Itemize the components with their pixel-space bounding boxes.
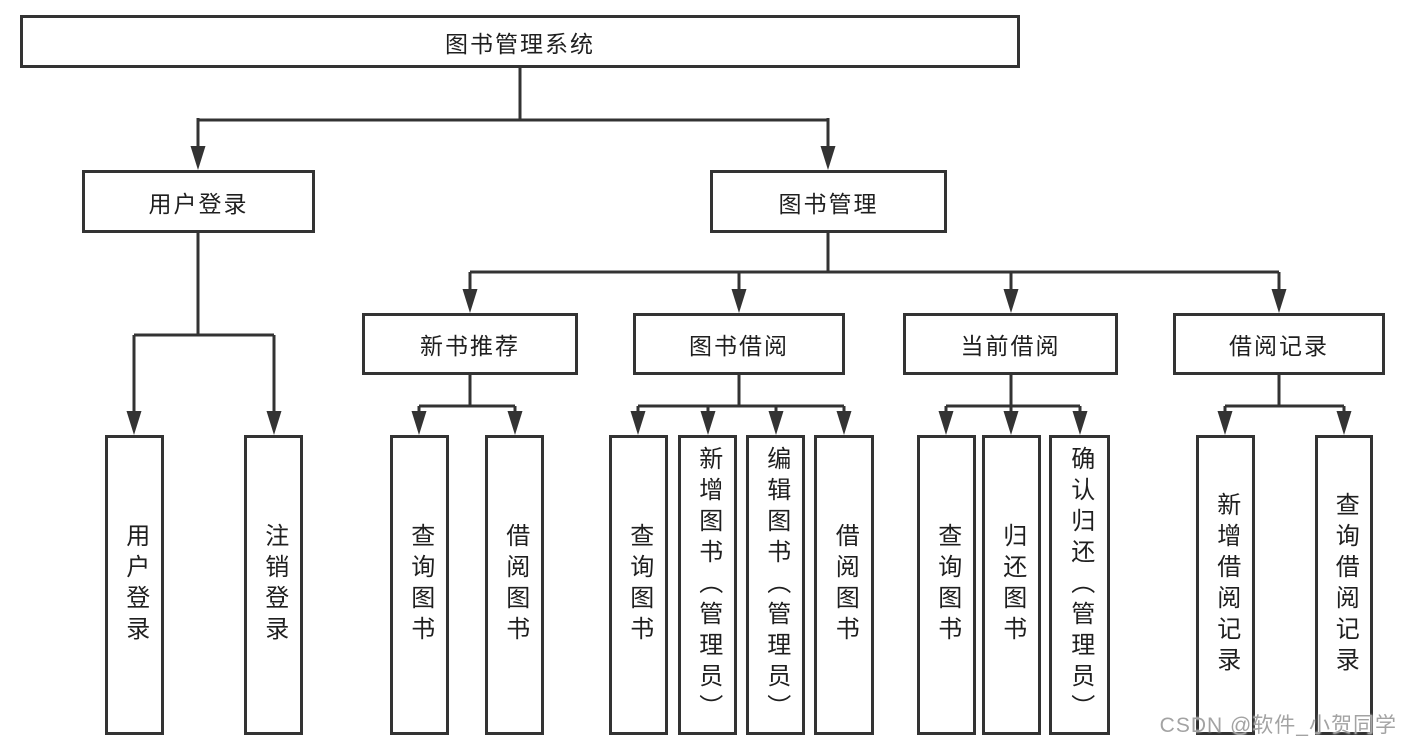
leaf-user-login: 用户登录 — [105, 435, 164, 735]
leaf-record-query: 查询借阅记录 — [1315, 435, 1373, 735]
node-user-login-label: 用户登录 — [148, 190, 249, 217]
node-current-borrow: 当前借阅 — [903, 313, 1118, 375]
leaf-newbook-query: 查询图书 — [390, 435, 449, 735]
node-book-borrow-label: 图书借阅 — [689, 333, 789, 359]
leaf-current-return: 归还图书 — [982, 435, 1041, 735]
node-root: 图书管理系统 — [20, 15, 1020, 68]
leaf-newbook-borrow-label: 借阅图书 — [501, 523, 529, 647]
leaf-newbook-borrow: 借阅图书 — [485, 435, 544, 735]
leaf-logout: 注销登录 — [244, 435, 303, 735]
leaf-newbook-query-label: 查询图书 — [406, 523, 434, 647]
node-new-book-recommend: 新书推荐 — [362, 313, 578, 375]
leaf-borrow-add-admin: 新增图书（管理员） — [678, 435, 737, 735]
leaf-borrow-query-label: 查询图书 — [625, 523, 653, 647]
leaf-current-query: 查询图书 — [917, 435, 976, 735]
node-book-borrow: 图书借阅 — [633, 313, 845, 375]
leaf-borrow-edit-admin: 编辑图书（管理员） — [746, 435, 805, 735]
leaf-borrow-query: 查询图书 — [609, 435, 668, 735]
leaf-borrow-edit-admin-label: 编辑图书（管理员） — [762, 445, 790, 725]
leaf-borrow-book: 借阅图书 — [814, 435, 874, 735]
node-root-label: 图书管理系统 — [445, 30, 595, 57]
leaf-current-query-label: 查询图书 — [933, 523, 961, 647]
watermark: CSDN @软件_小贺同学 — [1159, 714, 1397, 737]
node-user-login: 用户登录 — [82, 170, 315, 233]
leaf-current-return-label: 归还图书 — [998, 523, 1026, 647]
leaf-record-add-label: 新增借阅记录 — [1212, 492, 1240, 678]
leaf-logout-label: 注销登录 — [260, 523, 288, 647]
leaf-record-query-label: 查询借阅记录 — [1331, 492, 1359, 678]
leaf-current-confirm-admin: 确认归还（管理员） — [1049, 435, 1110, 735]
node-borrow-records: 借阅记录 — [1173, 313, 1385, 375]
leaf-borrow-add-admin-label: 新增图书（管理员） — [694, 445, 722, 725]
node-book-management-label: 图书管理 — [778, 190, 879, 217]
node-new-book-recommend-label: 新书推荐 — [420, 333, 520, 359]
leaf-current-confirm-admin-label: 确认归还（管理员） — [1066, 445, 1094, 725]
leaf-user-login-label: 用户登录 — [121, 523, 149, 647]
node-book-management: 图书管理 — [710, 170, 947, 233]
leaf-record-add: 新增借阅记录 — [1196, 435, 1255, 735]
node-borrow-records-label: 借阅记录 — [1229, 333, 1329, 359]
node-current-borrow-label: 当前借阅 — [960, 333, 1061, 359]
leaf-borrow-book-label: 借阅图书 — [831, 523, 859, 647]
